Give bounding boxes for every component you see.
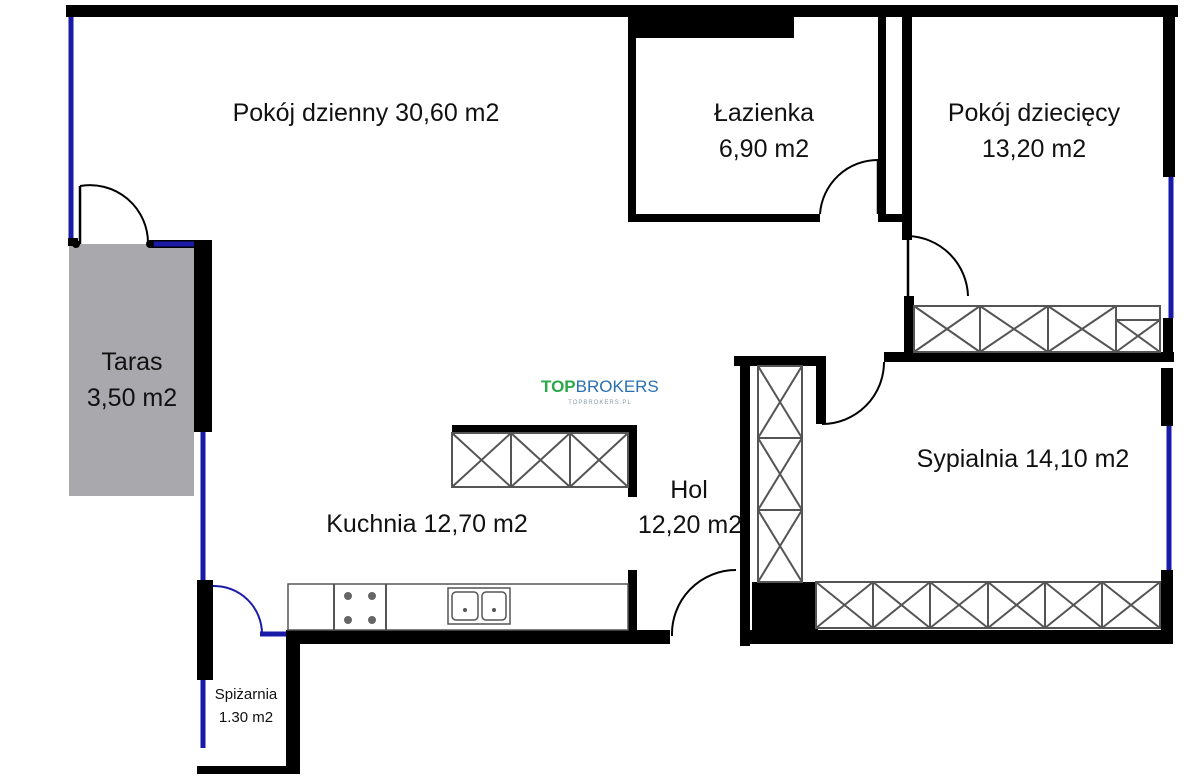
closets	[451, 305, 1161, 629]
terrace-area	[69, 244, 194, 496]
bathroom-label: Łazienka	[714, 99, 814, 127]
kids-room-label: Pokój dziecięcy	[948, 99, 1121, 127]
svg-text:TOPBROKERS: TOPBROKERS	[541, 377, 659, 396]
kids-room-area: 13,20 m2	[982, 135, 1086, 163]
topbrokers-watermark: TOPBROKERS TOPBROKERS.PL	[541, 377, 659, 406]
pantry-area: 1.30 m2	[219, 709, 273, 726]
watermark-brokers: BROKERS	[576, 377, 659, 396]
living-room-label: Pokój dzienny 30,60 m2	[233, 99, 500, 127]
walls	[66, 5, 1178, 774]
doors	[72, 158, 969, 637]
terrace-area-label: 3,50 m2	[87, 384, 177, 412]
hall-label: Hol	[670, 476, 708, 504]
terrace-label: Taras	[101, 348, 162, 376]
sink-icon	[447, 587, 511, 625]
stove-icon	[344, 592, 376, 624]
watermark-top: TOP	[541, 377, 576, 396]
watermark-sub: TOPBROKERS.PL	[568, 400, 632, 406]
windows	[68, 17, 1174, 748]
kitchen-label: Kuchnia 12,70 m2	[326, 510, 528, 538]
kitchen-counter	[287, 583, 629, 631]
hall-area: 12,20 m2	[638, 511, 742, 539]
pantry-label: Spiżarnia	[215, 686, 278, 703]
bathroom-area: 6,90 m2	[719, 135, 809, 163]
bedroom-label: Sypialnia 14,10 m2	[917, 445, 1130, 473]
